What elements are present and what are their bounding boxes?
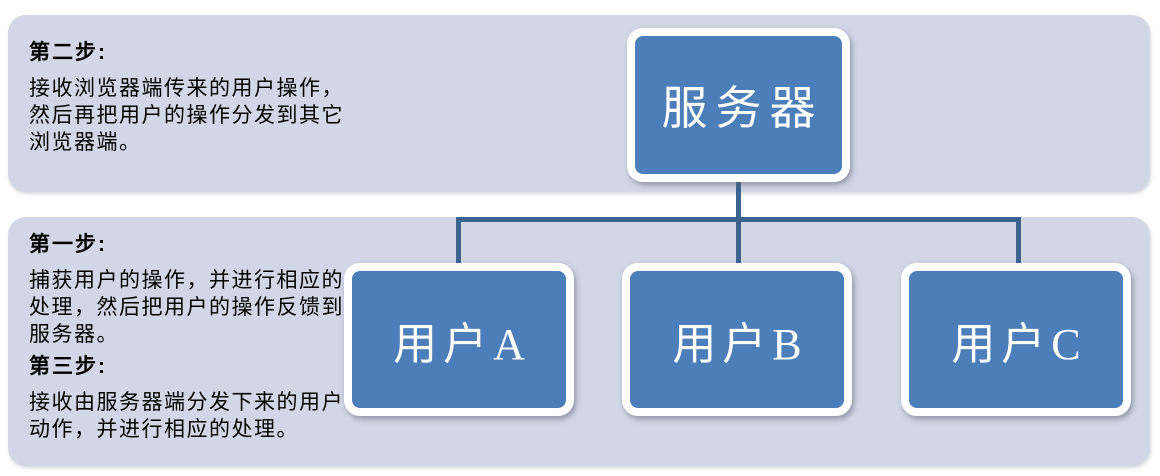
step3-line: 动作，并进行相应的处理。 (29, 418, 299, 441)
user-a-node-label: 用户A (393, 319, 531, 369)
server-node: 服务器 (627, 28, 850, 182)
step1-line: 处理，然后把用户的操作反馈到 (29, 296, 344, 319)
user-b-node: 用户B (622, 263, 852, 416)
step3-line: 接收由服务器端分发下来的用户 (29, 391, 344, 414)
connector-server-stub (736, 178, 741, 222)
step3-description: 接收由服务器端分发下来的用户 动作，并进行相应的处理。 (29, 389, 1130, 443)
step2-line: 接收浏览器端传来的用户操作， (29, 77, 344, 100)
step3-heading: 第三步: (29, 355, 107, 378)
connector-drop-user-c (1016, 217, 1021, 265)
user-b-node-label: 用户B (672, 319, 808, 369)
step2-panel: 第二步: 接收浏览器端传来的用户操作， 然后再把用户的操作分发到其它 浏览器端。 (8, 15, 1150, 192)
step2-line: 浏览器端。 (29, 131, 142, 154)
step2-heading: 第二步: (29, 41, 107, 64)
server-node-label: 服务器 (661, 83, 824, 134)
user-c-node: 用户C (901, 263, 1131, 416)
connector-drop-user-b (736, 217, 741, 265)
step1-line: 服务器。 (29, 323, 119, 346)
user-c-node-label: 用户C (951, 319, 1087, 369)
connector-drop-user-a (456, 217, 461, 265)
user-a-node: 用户A (344, 263, 574, 416)
step1-description: 捕获用户的操作，并进行相应的 处理，然后把用户的操作反馈到 服务器。 (29, 267, 1130, 348)
step1-line: 捕获用户的操作，并进行相应的 (29, 269, 344, 292)
step2-description: 接收浏览器端传来的用户操作， 然后再把用户的操作分发到其它 浏览器端。 (29, 75, 1130, 156)
step2-line: 然后再把用户的操作分发到其它 (29, 104, 344, 127)
step1-heading: 第一步: (29, 233, 107, 256)
